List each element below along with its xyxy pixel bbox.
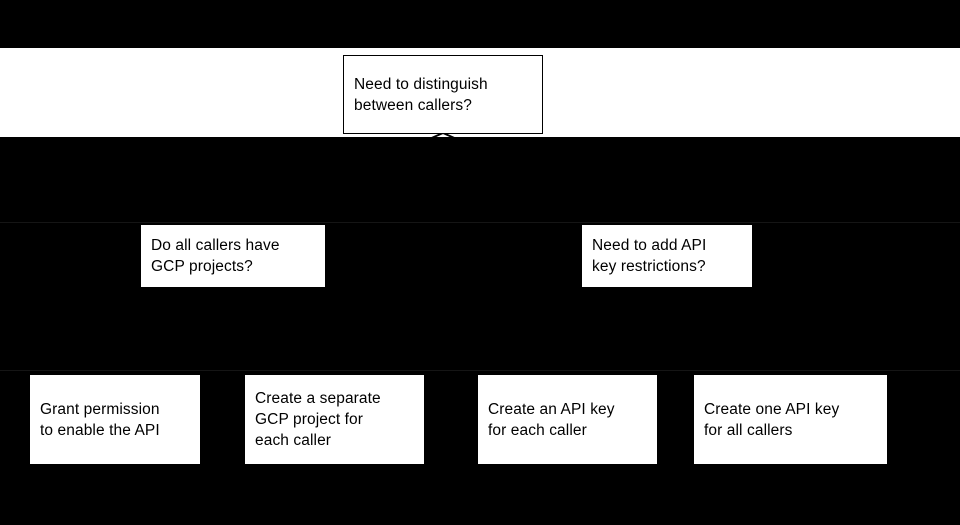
- bottom-row-hairline: [0, 370, 960, 371]
- node-label: Need to distinguish between callers?: [354, 75, 488, 114]
- node-need-to-distinguish-between-callers[interactable]: Need to distinguish between callers?: [343, 55, 543, 134]
- node-label: Create one API key for all callers: [704, 400, 840, 439]
- node-create-one-api-key-for-all-callers[interactable]: Create one API key for all callers: [694, 375, 887, 464]
- node-do-all-callers-have-gcp-projects[interactable]: Do all callers have GCP projects?: [141, 225, 325, 287]
- node-grant-permission-to-enable-the-api[interactable]: Grant permission to enable the API: [30, 375, 200, 464]
- node-need-to-add-api-key-restrictions[interactable]: Need to add API key restrictions?: [582, 225, 752, 287]
- node-label: Create an API key for each caller: [488, 400, 615, 439]
- node-label: Create a separate GCP project for each c…: [255, 390, 381, 449]
- node-label: Grant permission to enable the API: [40, 400, 160, 439]
- middle-row-hairline: [0, 222, 960, 223]
- node-create-a-separate-gcp-project-for-each-caller[interactable]: Create a separate GCP project for each c…: [245, 375, 424, 464]
- node-create-an-api-key-for-each-caller[interactable]: Create an API key for each caller: [478, 375, 657, 464]
- node-label: Do all callers have GCP projects?: [151, 237, 280, 275]
- node-label: Need to add API key restrictions?: [592, 237, 707, 275]
